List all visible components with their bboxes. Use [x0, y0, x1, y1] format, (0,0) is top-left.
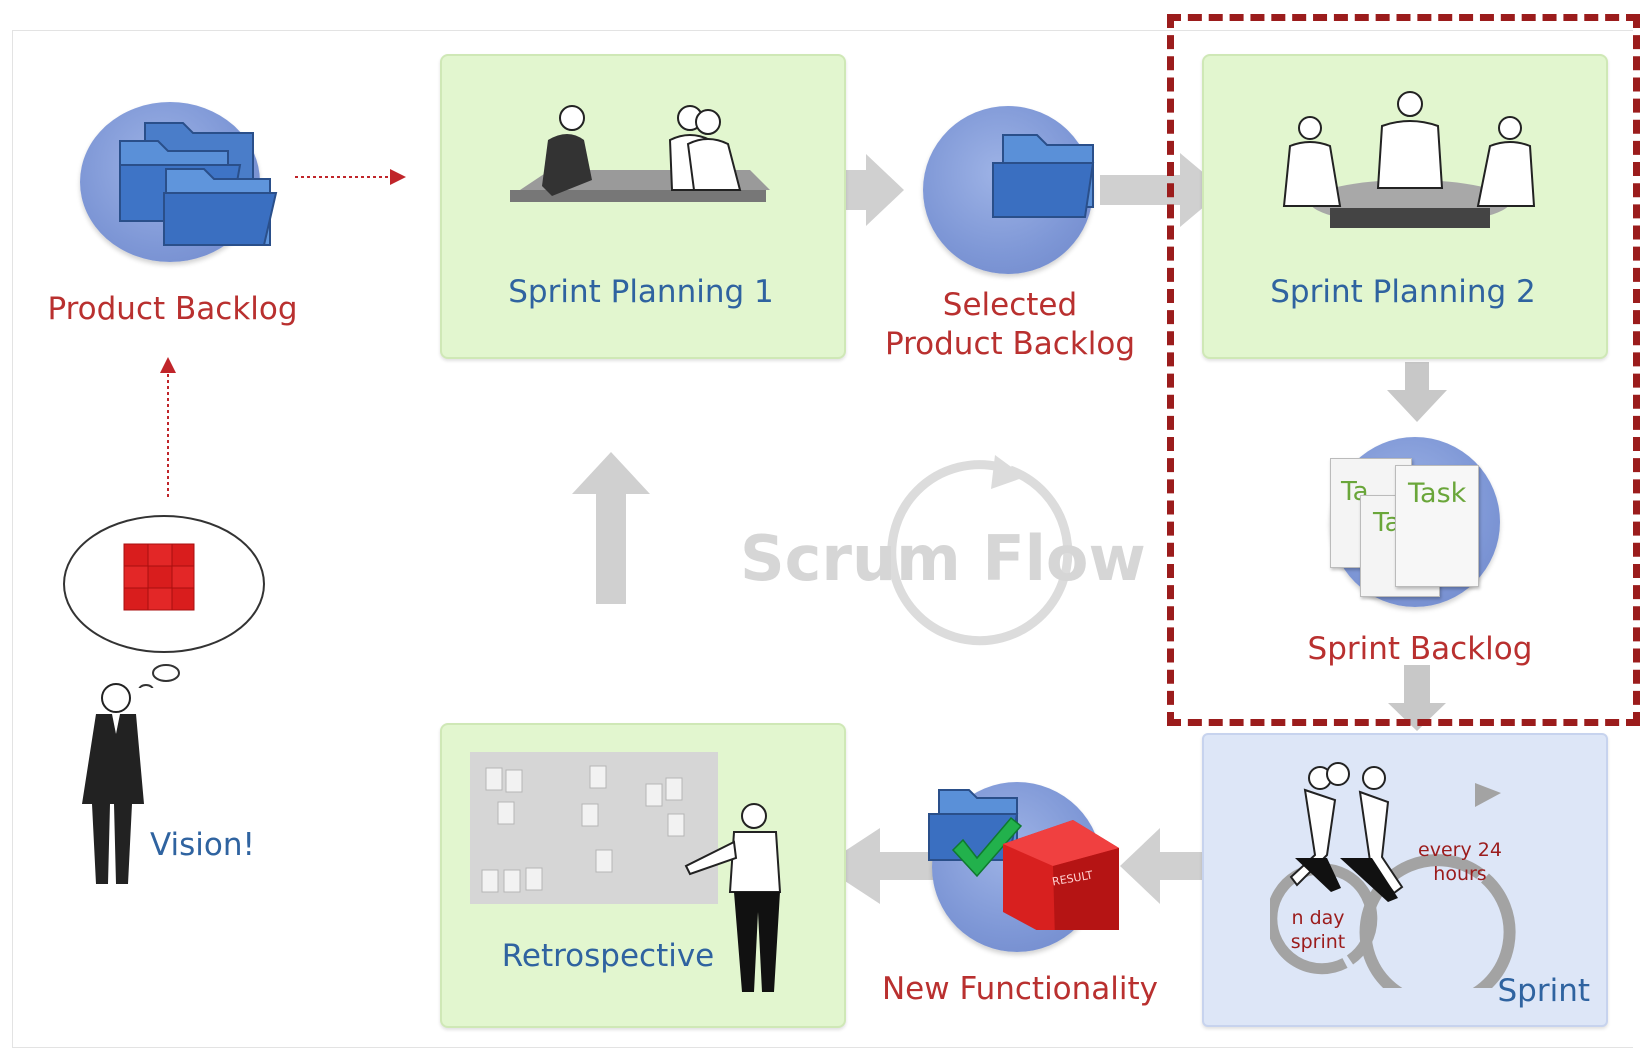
retrospective-label: Retrospective	[501, 938, 715, 974]
folder-icon	[992, 134, 1095, 218]
businessman-icon	[82, 683, 144, 884]
product-backlog-label: Product Backlog	[47, 291, 298, 327]
arrow-planning1-to-selected	[846, 154, 904, 226]
arrow-newfunc-to-retro	[822, 828, 940, 904]
sprint-planning-1-panel	[440, 54, 846, 359]
arrow-selected-to-planning2	[1100, 153, 1224, 227]
new-functionality-label: New Functionality	[881, 971, 1159, 1007]
selected-backlog-label-1: Selected	[942, 287, 1078, 323]
highlight-box	[1167, 14, 1640, 726]
selected-backlog-label-2: Product Backlog	[884, 326, 1136, 362]
sprint-planning-1-label: Sprint Planning 1	[508, 274, 774, 310]
every-24-hours-label: every 24 hours	[1418, 839, 1502, 885]
round-table-meeting-icon	[1282, 91, 1536, 228]
arrow-planning2-down	[1387, 362, 1447, 422]
sticky-notes-icon	[481, 765, 685, 893]
red-block-wall-icon	[123, 543, 195, 611]
sprint-panel	[1202, 733, 1608, 1027]
arrow-retro-to-planning	[572, 452, 650, 604]
sprint-planning-2-label: Sprint Planning 2	[1270, 274, 1536, 310]
meeting-people-icon	[510, 105, 770, 202]
presenter-icon	[684, 803, 782, 992]
folders-icon	[119, 122, 278, 246]
arrow-backlog-to-sprint	[1388, 665, 1446, 731]
sprint-backlog-label: Sprint Backlog	[1307, 631, 1533, 667]
task-card-3: Task	[1395, 465, 1479, 587]
sprint-cycle-icon	[1270, 762, 1516, 988]
thought-bubble	[63, 515, 265, 688]
arrow-sprint-to-newfunc	[1120, 828, 1205, 904]
new-functionality-icon	[928, 789, 1119, 930]
n-day-sprint-label: n day sprint	[1290, 907, 1346, 953]
sprint-label: Sprint	[1497, 973, 1590, 1009]
scrum-flow-circle	[887, 460, 1073, 646]
scrum-flow-watermark: Scrum Flow	[740, 522, 1146, 595]
vision-label: Vision!	[150, 827, 255, 863]
